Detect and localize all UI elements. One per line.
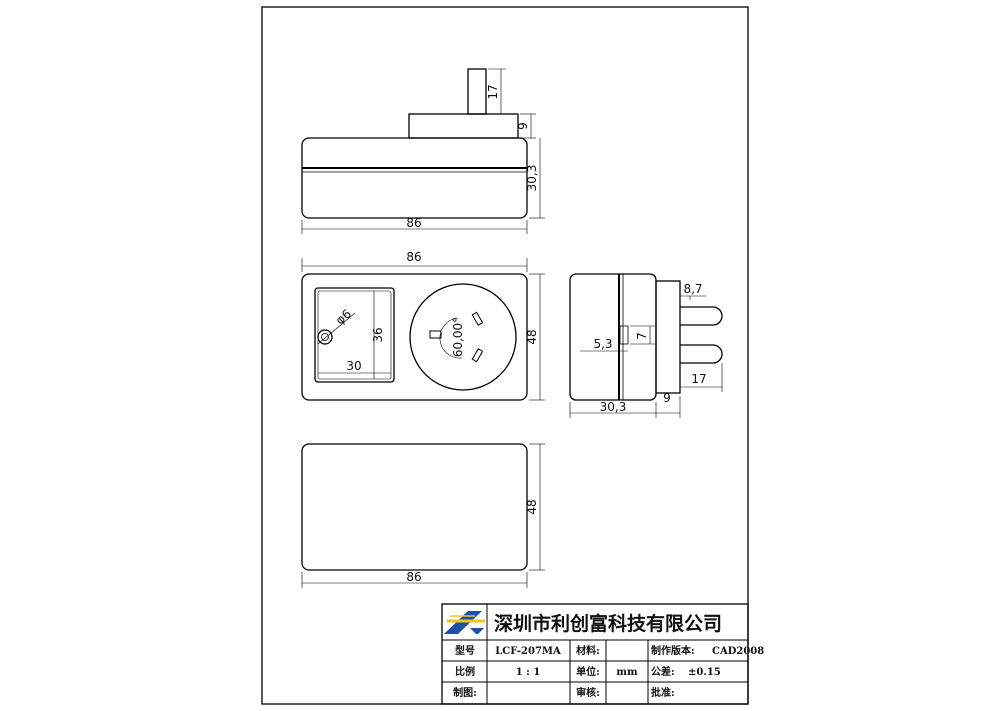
dim-side-body-depth: 30,3 xyxy=(600,400,627,414)
side-view xyxy=(569,273,723,401)
dim-hole-diameter: φ6 xyxy=(333,307,354,328)
dim-socket-angle: 60,00° xyxy=(451,317,465,357)
dim-inner-height: 36 xyxy=(371,327,385,342)
dim-front-height: 48 xyxy=(525,329,539,344)
dim-front-width: 86 xyxy=(406,250,421,264)
dim-top-pin-height: 17 xyxy=(486,84,500,99)
front-inner-panel xyxy=(314,287,395,383)
socket-outlet xyxy=(409,283,517,391)
unit-label: 单位: xyxy=(576,665,600,678)
top-view xyxy=(301,68,528,219)
front-body xyxy=(301,273,528,401)
tolerance-value: ±0.15 xyxy=(688,667,721,678)
model-label: 型号 xyxy=(455,644,475,657)
tolerance-label: 公差: xyxy=(651,665,675,678)
back-view xyxy=(301,443,528,571)
front-inner-dimensions xyxy=(317,291,463,379)
dim-side-pin-length: 17 xyxy=(691,372,706,386)
top-body xyxy=(301,137,528,219)
company-logo xyxy=(444,611,485,634)
dim-top-base-height: 9 xyxy=(516,122,530,130)
title-block xyxy=(441,603,749,705)
dim-side-slot: 7 xyxy=(635,332,649,340)
dim-back-height: 48 xyxy=(525,499,539,514)
dim-side-offset: 5,3 xyxy=(593,337,612,351)
scale-label: 比例 xyxy=(455,665,475,678)
back-body xyxy=(301,443,528,571)
top-pin xyxy=(467,68,487,115)
dim-side-base-depth: 9 xyxy=(663,391,671,405)
checked-label: 审核: xyxy=(576,686,600,699)
top-view-dimensions xyxy=(301,68,545,234)
socket-slot-lower xyxy=(471,348,484,363)
material-label: 材料: xyxy=(576,644,600,657)
drawing-border xyxy=(261,6,749,705)
front-view-dimensions xyxy=(301,258,545,401)
unit-value: mm xyxy=(616,667,638,678)
approved-label: 批准: xyxy=(651,686,675,699)
side-view-dimensions xyxy=(569,295,723,418)
top-pin-base xyxy=(408,113,519,139)
dim-top-body-width: 86 xyxy=(406,216,421,230)
side-pin-lower xyxy=(680,344,723,364)
dim-inner-width: 30 xyxy=(346,359,361,373)
back-view-dimensions xyxy=(301,443,545,588)
dim-side-pin-spacing: 8,7 xyxy=(683,282,702,296)
dim-back-width: 86 xyxy=(406,570,421,584)
drawn-label: 制图: xyxy=(453,686,477,699)
scale-value: 1 : 1 xyxy=(516,667,541,678)
version-value: CAD2008 xyxy=(712,646,764,657)
socket-slot-left xyxy=(429,330,442,339)
indicator-hole xyxy=(317,329,333,345)
side-slot xyxy=(619,325,629,345)
indicator-hole-inner xyxy=(321,333,329,341)
company-name: 深圳市利创富科技有限公司 xyxy=(494,612,722,635)
front-view xyxy=(301,273,528,401)
version-label: 制作版本: xyxy=(651,644,695,657)
side-pin-base xyxy=(655,280,681,394)
dim-top-body-height: 30,3 xyxy=(525,165,539,192)
socket-slot-upper xyxy=(471,311,484,326)
model-value: LCF-207MA xyxy=(495,646,561,657)
side-pin-upper xyxy=(680,306,723,326)
